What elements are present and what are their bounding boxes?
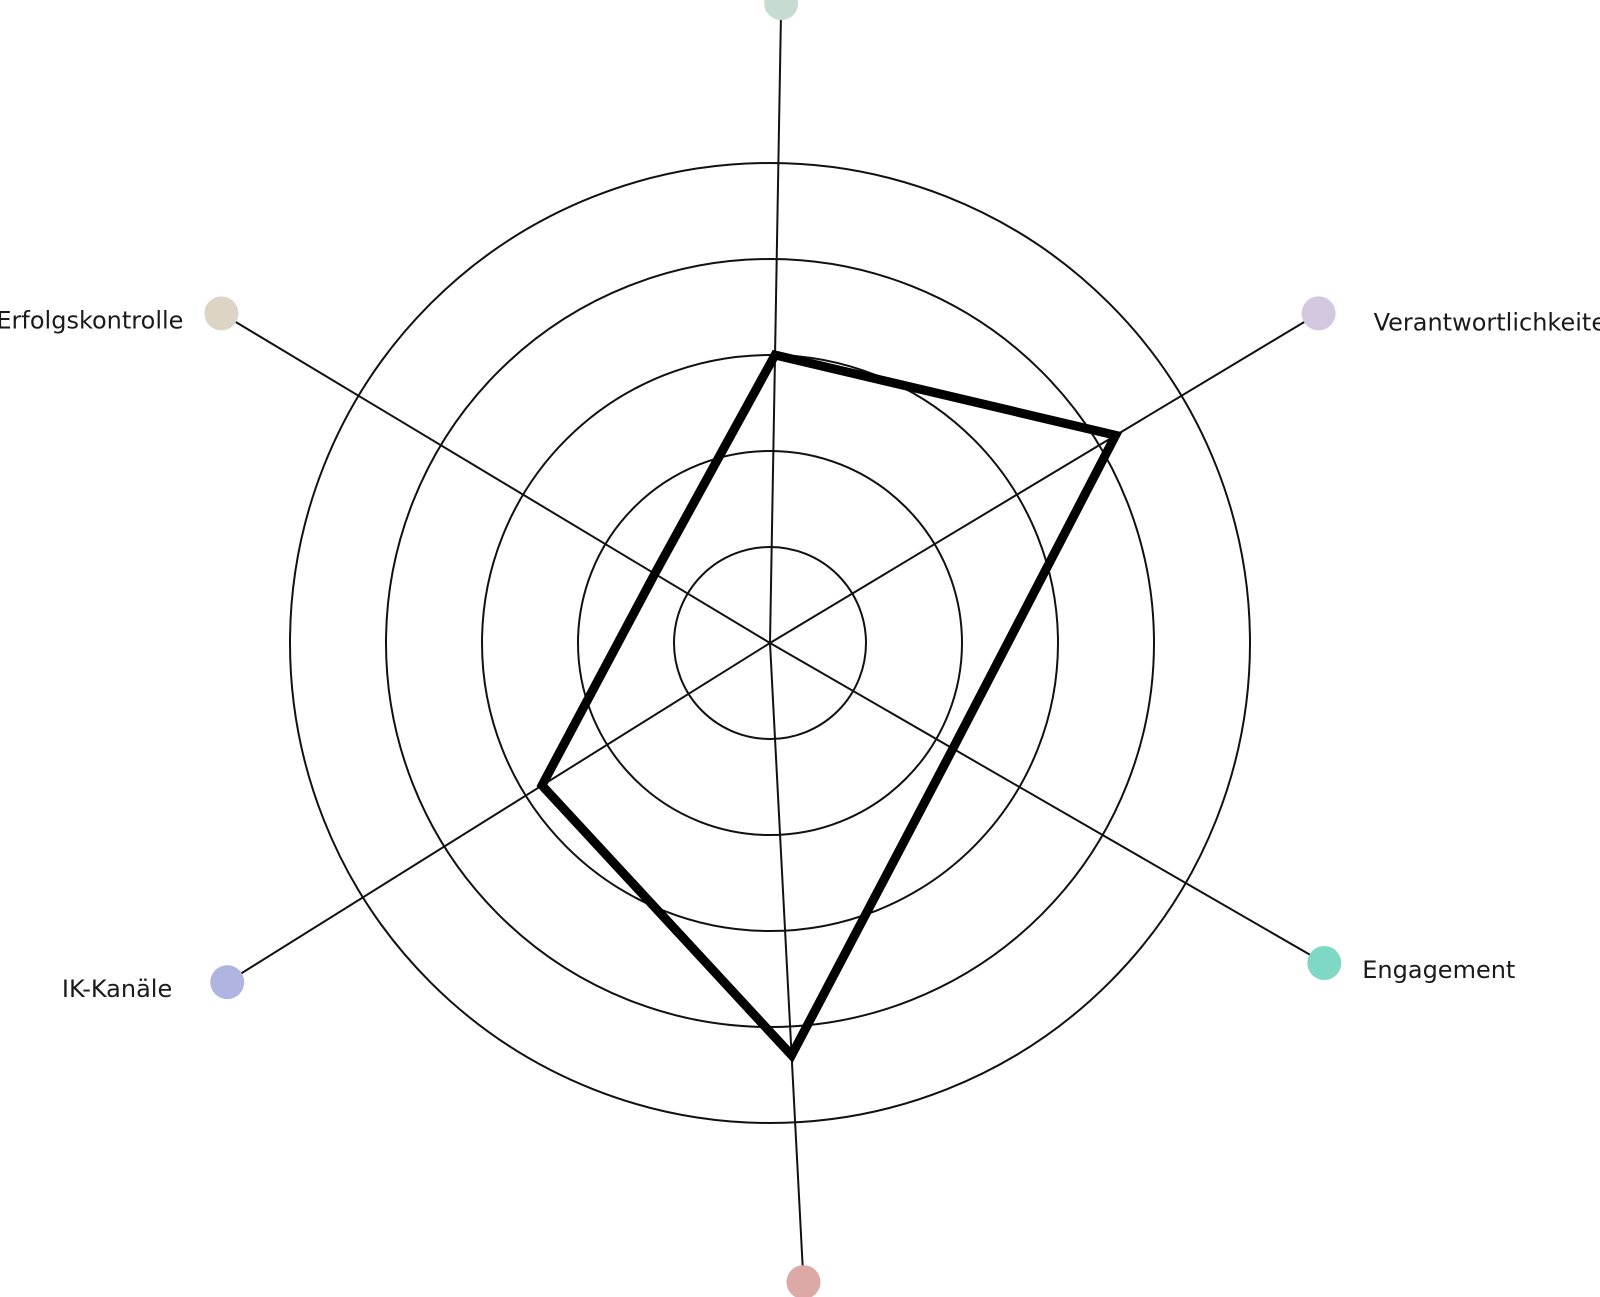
- grid-ring-2: [577, 450, 963, 836]
- data-series: [536, 349, 1123, 1063]
- axis-spoke-engagement: [769, 642, 1325, 964]
- grid-ring-5: [289, 162, 1251, 1124]
- axis-marker-erfolgskontrolle: [204, 296, 239, 331]
- axis-spoke-ik-strategie: [769, 3, 783, 644]
- axis-label-erfolgskontrolle: Erfolgskontrolle: [0, 306, 183, 334]
- axis-marker-ik-kanäle: [210, 965, 245, 1000]
- axis-spoke-verantwortlichkeiten: [769, 312, 1320, 644]
- axis-marker-ik-strategie: [764, 0, 799, 21]
- axis-label-engagement: Engagement: [1362, 956, 1515, 984]
- axis-spokes: [220, 3, 1325, 1283]
- axis-spoke-kommunikationskultur: [769, 642, 805, 1283]
- grid-ring-1: [673, 546, 867, 740]
- axis-marker-engagement: [1307, 946, 1342, 980]
- axis-markers: [204, 0, 1342, 1297]
- axis-marker-kommunikationskultur: [786, 1265, 821, 1297]
- axis-label-ik-kanäle: IK-Kanäle: [62, 975, 172, 1003]
- axis-spoke-ik-kanäle: [226, 642, 771, 983]
- axis-spoke-erfolgskontrolle: [220, 312, 771, 644]
- axis-label-verantwortlichkeiten: Verantwortlichkeiten: [1374, 308, 1600, 336]
- axis-marker-verantwortlichkeiten: [1301, 296, 1336, 331]
- data-polygon: [536, 349, 1123, 1063]
